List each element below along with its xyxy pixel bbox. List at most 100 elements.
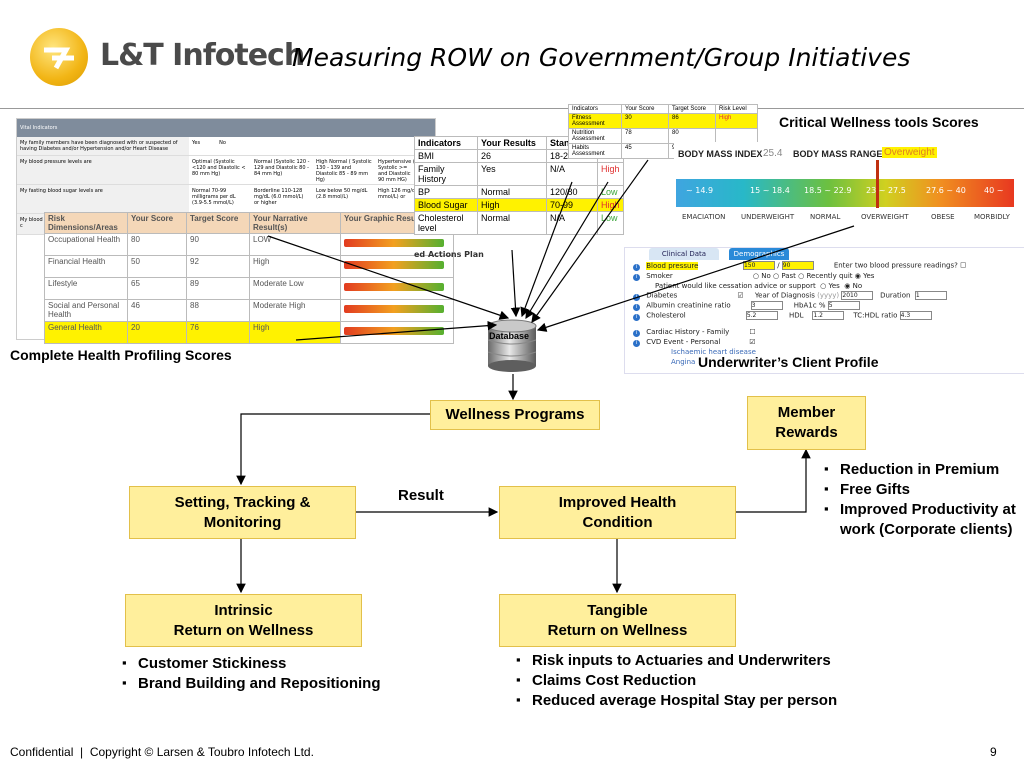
cholesterol-row: i Cholesterol 5.2 HDL 1.2 TC:HDL ratio 4… xyxy=(633,311,932,321)
blood-pressure-row: i Blood pressure 150 / 90 Enter two bloo… xyxy=(633,261,966,271)
target-cell: 76 xyxy=(186,321,250,344)
tangible-return-line: Return on Wellness xyxy=(547,621,688,639)
list-item: Reduced average Hospital Stay per person xyxy=(514,690,914,711)
member-rewards-line: Rewards xyxy=(775,424,838,441)
table-row: Cholesterol level Normal N/A Low xyxy=(414,211,624,235)
cessation-option[interactable]: Yes xyxy=(828,282,840,290)
info-icon[interactable]: i xyxy=(633,263,640,271)
list-item: Improved Productivity at work (Corporate… xyxy=(822,499,1018,540)
tab-demographics[interactable]: Demographics xyxy=(729,248,789,260)
vital-option[interactable]: High Normal ( Systolic 130 - 139 and Dia… xyxy=(316,159,372,183)
hdl-input[interactable]: 1.2 xyxy=(812,311,845,320)
wellness-programs-box: Wellness Programs xyxy=(430,400,600,430)
vital-question: My fasting blood sugar levels are xyxy=(17,185,189,213)
intrinsic-return-line: Intrinsic xyxy=(214,601,273,619)
bmi-segment-label: 23 ~ 27.5 xyxy=(866,186,906,195)
vital-option[interactable]: Optimal (Systolic <120 and Diastolic < 8… xyxy=(192,159,246,177)
list-item: Brand Building and Repositioning xyxy=(120,673,440,694)
bmi-category-label: UNDERWEIGHT xyxy=(741,213,795,221)
systolic-input[interactable]: 150 xyxy=(742,261,775,270)
risk-gauge-bar xyxy=(344,239,444,247)
database-icon xyxy=(484,318,540,374)
setting-tracking-line: Monitoring xyxy=(203,513,282,531)
database-label: Database xyxy=(489,331,530,341)
bmi-scale-bar xyxy=(676,179,1014,207)
vital-row: My blood pressure levels are Optimal (Sy… xyxy=(17,156,435,185)
cessation-option[interactable]: No xyxy=(852,282,863,290)
bmi-segment-label: 18.5 ~ 22.9 xyxy=(804,186,852,195)
diabetes-checkbox[interactable]: ☑ xyxy=(737,291,744,300)
duration-label: Duration xyxy=(880,291,911,300)
standard-cell: N/A xyxy=(546,211,598,235)
diastolic-input[interactable]: 90 xyxy=(781,261,814,270)
standard-cell: 70-99 xyxy=(546,198,598,212)
vital-option[interactable]: No xyxy=(219,140,226,146)
rewards-bullet-list: Reduction in Premium Free Gifts Improved… xyxy=(822,459,1018,540)
blood-pressure-label: Blood pressure xyxy=(646,261,699,270)
setting-tracking-line: Setting, Tracking & xyxy=(174,493,311,511)
intrinsic-return-box: Intrinsic Return on Wellness xyxy=(125,594,362,647)
duration-input[interactable]: 1 xyxy=(914,291,947,300)
column-header: Target Score xyxy=(186,212,250,234)
header-divider xyxy=(0,108,1024,109)
bp-checkbox[interactable]: ☐ xyxy=(960,261,967,270)
albumin-input[interactable]: 3 xyxy=(750,301,783,310)
vital-option[interactable]: Normal 70-99 milligrams per dL (3.9-5.5 … xyxy=(192,188,236,206)
info-icon[interactable]: i xyxy=(633,340,640,347)
vital-option[interactable]: Borderline 110-128 mg/dL (6.0 mmol/L) or… xyxy=(254,188,304,206)
bmi-category-label: MORBIDLY xyxy=(974,213,1010,221)
bmi-label: BODY MASS INDEX xyxy=(678,149,763,159)
hba1c-label: HbA1c % xyxy=(793,301,826,310)
result-cell: Normal xyxy=(477,211,547,235)
vital-option[interactable]: Yes xyxy=(192,140,201,146)
company-logo-icon xyxy=(30,28,88,86)
indicator-cell: Habits Assessment xyxy=(568,143,622,159)
smoker-option[interactable]: No xyxy=(761,272,771,280)
diabetes-label: Diabetes xyxy=(646,291,678,300)
bmi-segment-label: 27.6 ~ 40 xyxy=(926,186,966,195)
hba1c-input[interactable]: 5 xyxy=(827,301,860,310)
bmi-category-label: EMACIATION xyxy=(682,213,726,221)
indicator-cell: Blood Sugar xyxy=(414,198,478,212)
vital-options: Normal 70-99 milligrams per dL (3.9-5.5 … xyxy=(189,185,435,213)
risk-gauge-bar xyxy=(344,327,444,335)
year-input[interactable]: 2010 xyxy=(841,291,874,300)
health-dimensions-table: Risk Dimensions/Areas Your Score Target … xyxy=(44,212,454,344)
results-table: Indicators Your Results Stan BMI 26 18-2… xyxy=(414,136,624,235)
risk-cell: High xyxy=(597,198,624,212)
bmi-segment-label: ~ 14.9 xyxy=(686,186,714,195)
vital-option[interactable]: High 126 mg/dL mmol/L) or xyxy=(378,188,418,200)
smoker-option[interactable]: Yes xyxy=(863,272,875,280)
bmi-range-label: BODY MASS RANGE xyxy=(793,149,883,159)
albumin-row: i Albumin creatinine ratio 3 HbA1c % 5 xyxy=(633,301,860,311)
vital-row: My family members have been diagnosed wi… xyxy=(17,137,435,156)
info-icon[interactable]: i xyxy=(633,330,640,337)
tangible-return-box: Tangible Return on Wellness xyxy=(499,594,736,647)
info-icon[interactable]: i xyxy=(633,303,640,311)
cessation-label: Patient would like cessation advice or s… xyxy=(655,282,816,290)
footer-copyright: Confidential | Copyright © Larsen & Toub… xyxy=(10,745,314,759)
cardiac-checkbox[interactable]: ☐ xyxy=(749,328,756,336)
vital-indicators-heading: Vital Indicators xyxy=(17,119,435,137)
cvd-checkbox[interactable]: ☑ xyxy=(749,338,756,346)
slide-title: Measuring ROW on Government/Group Initia… xyxy=(292,43,911,72)
vital-option[interactable]: Low below 50 mg/dL (2.8 mmol/L) xyxy=(316,188,368,200)
info-icon[interactable]: i xyxy=(633,274,640,281)
bmi-marker xyxy=(876,160,879,208)
risk-gauge-bar xyxy=(344,283,444,291)
smoker-option[interactable]: Recently quit xyxy=(806,272,853,280)
diabetes-row: i Diabetes ☑ Year of Diagnosis (yyyy) 20… xyxy=(633,291,947,301)
risk-gauge-bar xyxy=(344,261,444,269)
ratio-input[interactable]: 4.3 xyxy=(899,311,932,320)
cholesterol-input[interactable]: 5.2 xyxy=(745,311,778,320)
cardiac-label: Cardiac History - Family xyxy=(646,328,730,336)
vital-option[interactable]: Normal (Systolic 120 - 129 and Diastolic… xyxy=(254,159,310,177)
underwriter-caption: Underwriter’s Client Profile xyxy=(698,354,879,370)
area-cell: General Health xyxy=(44,321,128,344)
vital-option[interactable]: Hypertensive ( Systolic >= and Diastolic… xyxy=(378,159,415,183)
info-icon[interactable]: i xyxy=(633,313,640,321)
tab-clinical-data[interactable]: Clinical Data xyxy=(649,248,719,260)
smoker-option[interactable]: Past xyxy=(781,272,796,280)
bmi-category-label: OVERWEIGHT xyxy=(861,213,909,221)
